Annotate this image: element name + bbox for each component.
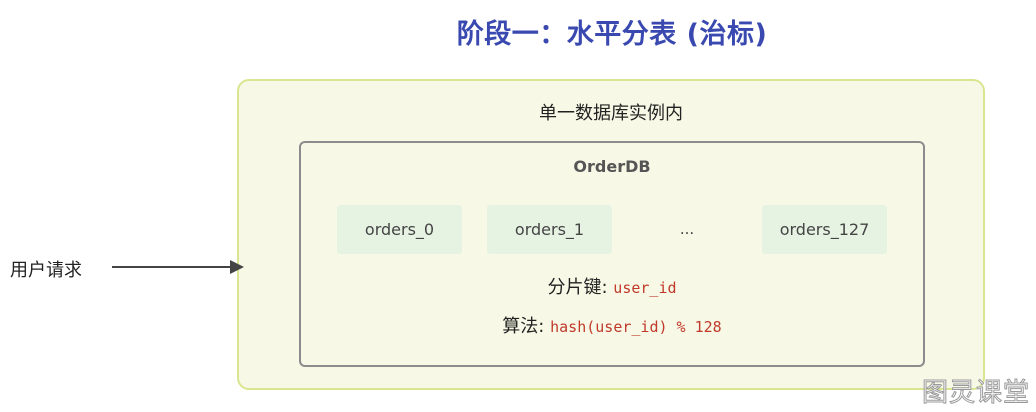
algorithm-label: 算法: (502, 316, 545, 337)
watermark: 图灵课堂 (921, 378, 1030, 409)
user-request-label: 用户请求 (10, 260, 82, 281)
database-instance-label: 单一数据库实例内 (539, 103, 683, 124)
table-orders-0: orders_0 (337, 205, 462, 254)
order-db-container (299, 141, 925, 367)
order-db-label: OrderDB (573, 157, 651, 176)
shard-key-value: user_id (613, 279, 677, 297)
algorithm-value: hash(user_id) % 128 (550, 318, 722, 336)
table-orders-1: orders_1 (487, 205, 612, 254)
diagram-title: 阶段一：水平分表 (治标) (456, 19, 768, 50)
shard-key-label: 分片键: (547, 277, 608, 298)
request-arrow-icon (112, 260, 244, 274)
tables-ellipsis: ... (679, 220, 695, 238)
algorithm-row: 算法: hash(user_id) % 128 (299, 312, 925, 338)
table-orders-127: orders_127 (762, 205, 887, 254)
shard-key-row: 分片键: user_id (299, 273, 925, 299)
